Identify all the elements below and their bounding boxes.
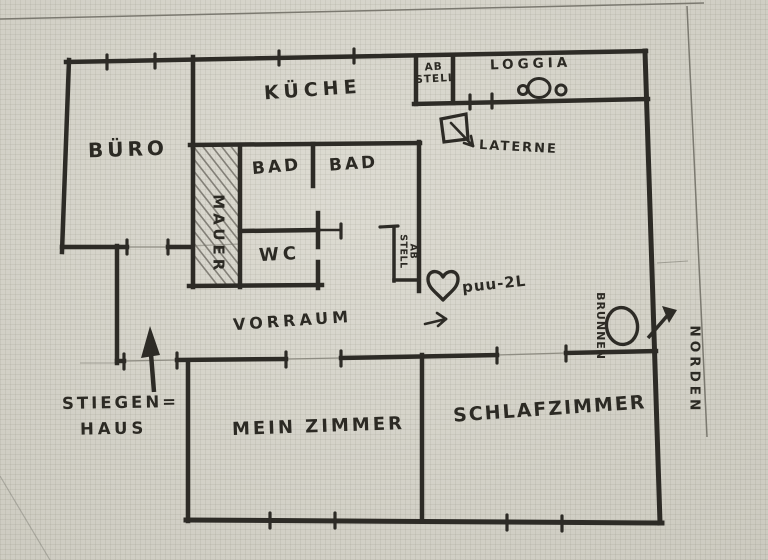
annotation-stiegenhaus-line2: HAUS — [79, 418, 148, 439]
abstell-niche-line1: AB — [407, 243, 419, 260]
room-label-buero: BÜRO — [87, 135, 169, 163]
heart-icon — [426, 269, 460, 302]
room-label-bad-left: BAD — [251, 154, 302, 180]
annotation-stiegenhaus-line1: STIEGEN= — [61, 391, 180, 414]
annotation-brunnen: BRUNNEN — [594, 292, 608, 360]
annotation-norden: NORDEN — [686, 325, 703, 415]
laterne-arrow-icon — [449, 121, 475, 148]
mauer-hatching — [194, 147, 239, 286]
abstell-top-line2: STELL — [414, 71, 456, 86]
well-circle-icon — [604, 305, 640, 347]
room-label-bad-right: BAD — [328, 152, 379, 176]
room-label-loggia: LOGGIA — [489, 54, 572, 74]
room-label-wc: WC — [258, 242, 301, 267]
direction-arrow-icon — [423, 311, 448, 328]
abstell-niche-line2: STELL — [397, 234, 408, 269]
north-arrow-icon — [646, 306, 677, 340]
entrance-arrow-icon — [141, 326, 160, 393]
annotation-mauer: MAUER — [209, 194, 228, 275]
room-label-abstell-top: AB STELL — [414, 61, 456, 86]
walls — [59, 48, 665, 526]
paper-edge-lines — [0, 2, 708, 560]
room-label-abstell-niche: AB STELL — [397, 231, 418, 271]
loggia-circles-icon — [517, 77, 568, 99]
window-ticks — [105, 47, 568, 533]
